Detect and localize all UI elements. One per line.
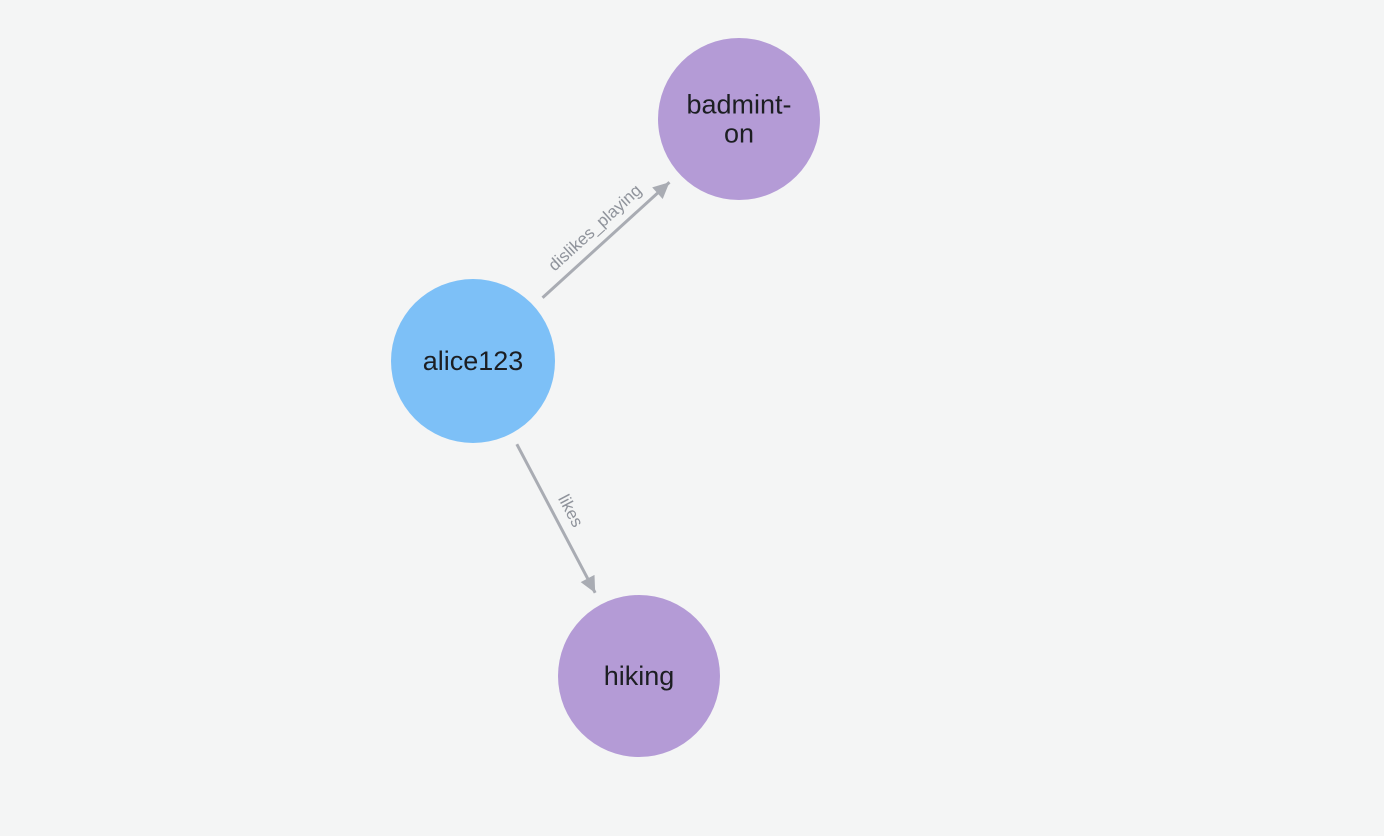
graph-edge-likes[interactable]: likes: [515, 443, 597, 594]
node-caption: hiking: [604, 661, 675, 691]
node-caption-line: on: [724, 119, 754, 149]
node-circle[interactable]: [658, 38, 820, 200]
node-layer: alice123 badmint-on hiking: [391, 38, 820, 757]
edge-line[interactable]: [515, 443, 597, 594]
graph-node-badminton[interactable]: badmint-on: [658, 38, 820, 200]
node-caption-line: alice123: [423, 346, 524, 376]
graph-node-alice123[interactable]: alice123: [391, 279, 555, 443]
edge-line[interactable]: [541, 181, 671, 299]
edge-label: dislikes_playing: [544, 181, 645, 275]
node-caption: alice123: [423, 346, 524, 376]
node-caption-line: hiking: [604, 661, 675, 691]
node-caption: badmint-on: [686, 90, 791, 149]
node-caption-line: badmint-: [686, 90, 791, 120]
node-circle[interactable]: [391, 279, 555, 443]
node-circle[interactable]: [558, 595, 720, 757]
graph-edge-dislikes_playing[interactable]: dislikes_playing: [541, 181, 671, 299]
graph-node-hiking[interactable]: hiking: [558, 595, 720, 757]
